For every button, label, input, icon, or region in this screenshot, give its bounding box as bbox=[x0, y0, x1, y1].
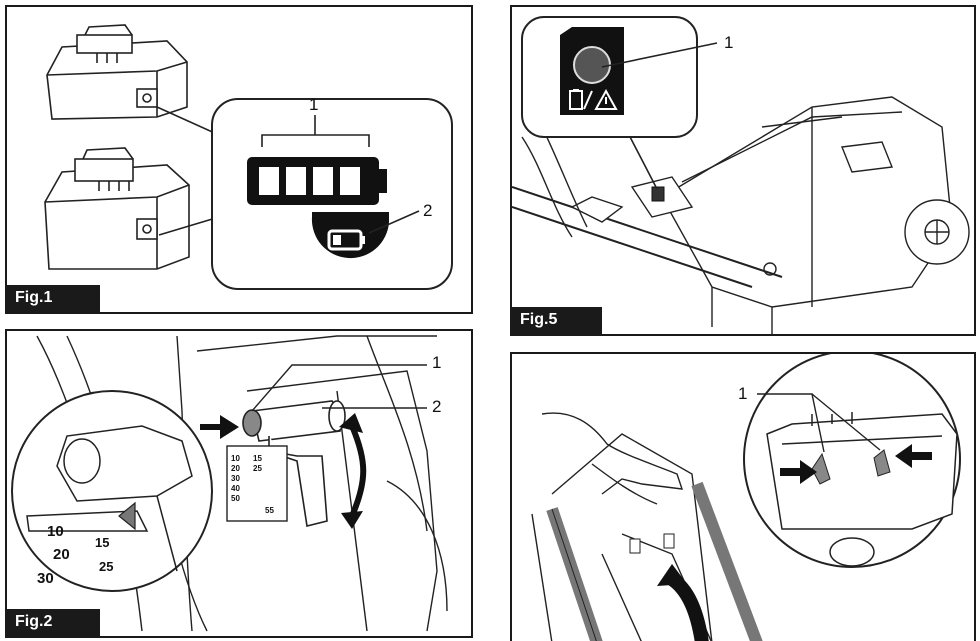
scale-55: 55 bbox=[265, 506, 274, 515]
mower-indicator-illustration bbox=[512, 16, 970, 334]
scale-50: 50 bbox=[231, 494, 240, 503]
figure-label: Fig.1 bbox=[7, 285, 100, 312]
figure-5-panel: 1 Fig.5 bbox=[510, 5, 976, 336]
scale-40: 40 bbox=[231, 484, 240, 493]
figure-latch-panel: 1 bbox=[510, 352, 976, 641]
figure-1-panel: 1 2 Fig.1 bbox=[5, 5, 473, 314]
big-scale-15: 15 bbox=[95, 535, 109, 550]
battery-illustration bbox=[44, 24, 453, 290]
figure-2-panel: 10 15 20 25 30 40 50 55 10 15 20 25 30 1… bbox=[5, 329, 473, 638]
scale-20: 20 bbox=[231, 464, 240, 473]
latch-release-illustration bbox=[531, 354, 961, 641]
callout-2: 2 bbox=[423, 201, 433, 220]
callout-1: 1 bbox=[724, 33, 734, 52]
scale-10: 10 bbox=[231, 454, 240, 463]
big-scale-25: 25 bbox=[99, 559, 113, 574]
callout-1: 1 bbox=[738, 384, 748, 403]
figure-label: Fig.5 bbox=[512, 307, 602, 334]
scale-30: 30 bbox=[231, 474, 240, 483]
figure-label: Fig.2 bbox=[7, 609, 100, 636]
big-scale-10: 10 bbox=[47, 523, 64, 540]
callout-1: 1 bbox=[309, 95, 319, 114]
callout-1: 1 bbox=[432, 353, 442, 372]
scale-15: 15 bbox=[253, 454, 262, 463]
scale-25: 25 bbox=[253, 464, 262, 473]
big-scale-20: 20 bbox=[53, 546, 70, 563]
callout-2: 2 bbox=[432, 397, 442, 416]
big-scale-30: 30 bbox=[37, 570, 54, 587]
height-adjust-illustration: 10 15 20 25 30 40 50 55 10 15 20 25 30 bbox=[11, 335, 448, 632]
